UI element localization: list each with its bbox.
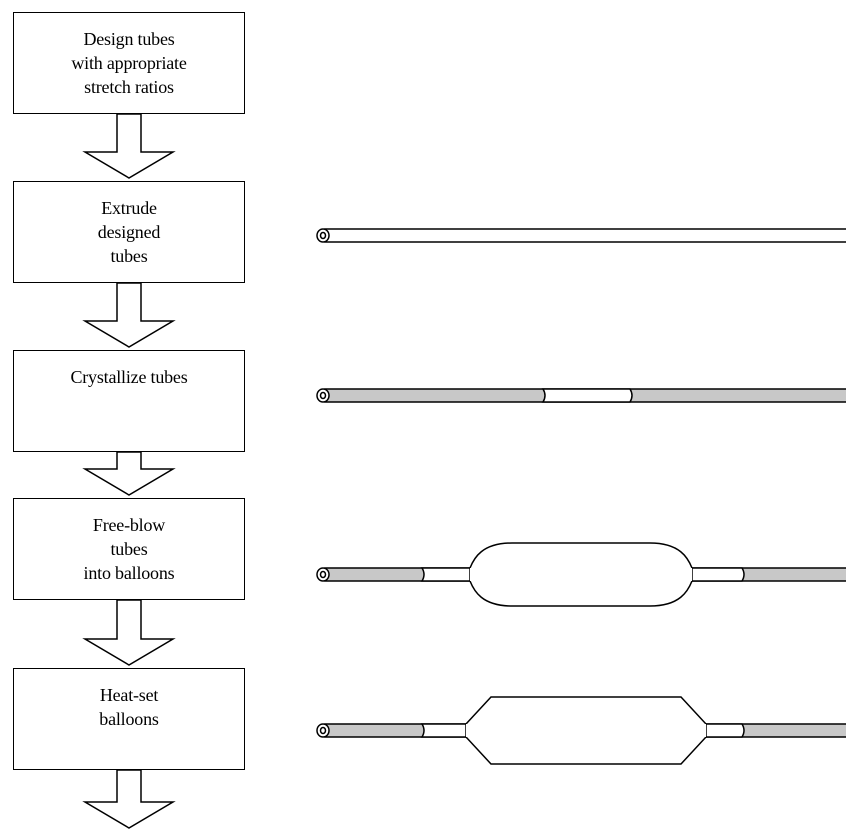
down-arrow-icon [82,451,176,496]
step-text-line: stretch ratios [84,77,174,97]
step-text-line: designed [97,222,161,242]
heat-set-balloon [316,696,846,765]
step-text-line: Design tubes [83,29,175,49]
step-text-line: with appropriate [71,53,187,73]
step-text-line: tubes [110,539,148,559]
down-arrow-icon [82,282,176,348]
step-text-line: Extrude [101,198,157,218]
step-text-line: into balloons [83,563,175,583]
crystallized-tube [316,388,846,403]
step-text-line: Heat-set [99,685,159,705]
down-arrow-icon [82,599,176,666]
step-text-line: tubes [110,246,148,266]
extruded-tube [316,228,846,243]
step-text-line: Free-blow [92,515,166,535]
step-extrude-tubes: Extrude designed tubes [13,181,245,283]
step-crystallize-tubes: Crystallize tubes [13,350,245,452]
free-blown-balloon [316,542,846,607]
down-arrow-icon [82,113,176,179]
step-text-line: Crystallize tubes [70,367,188,387]
step-free-blow-balloons: Free-blow tubes into balloons [13,498,245,600]
down-arrow-icon [82,769,176,829]
step-design-tubes: Design tubes with appropriate stretch ra… [13,12,245,114]
step-text-line: balloons [99,709,159,729]
